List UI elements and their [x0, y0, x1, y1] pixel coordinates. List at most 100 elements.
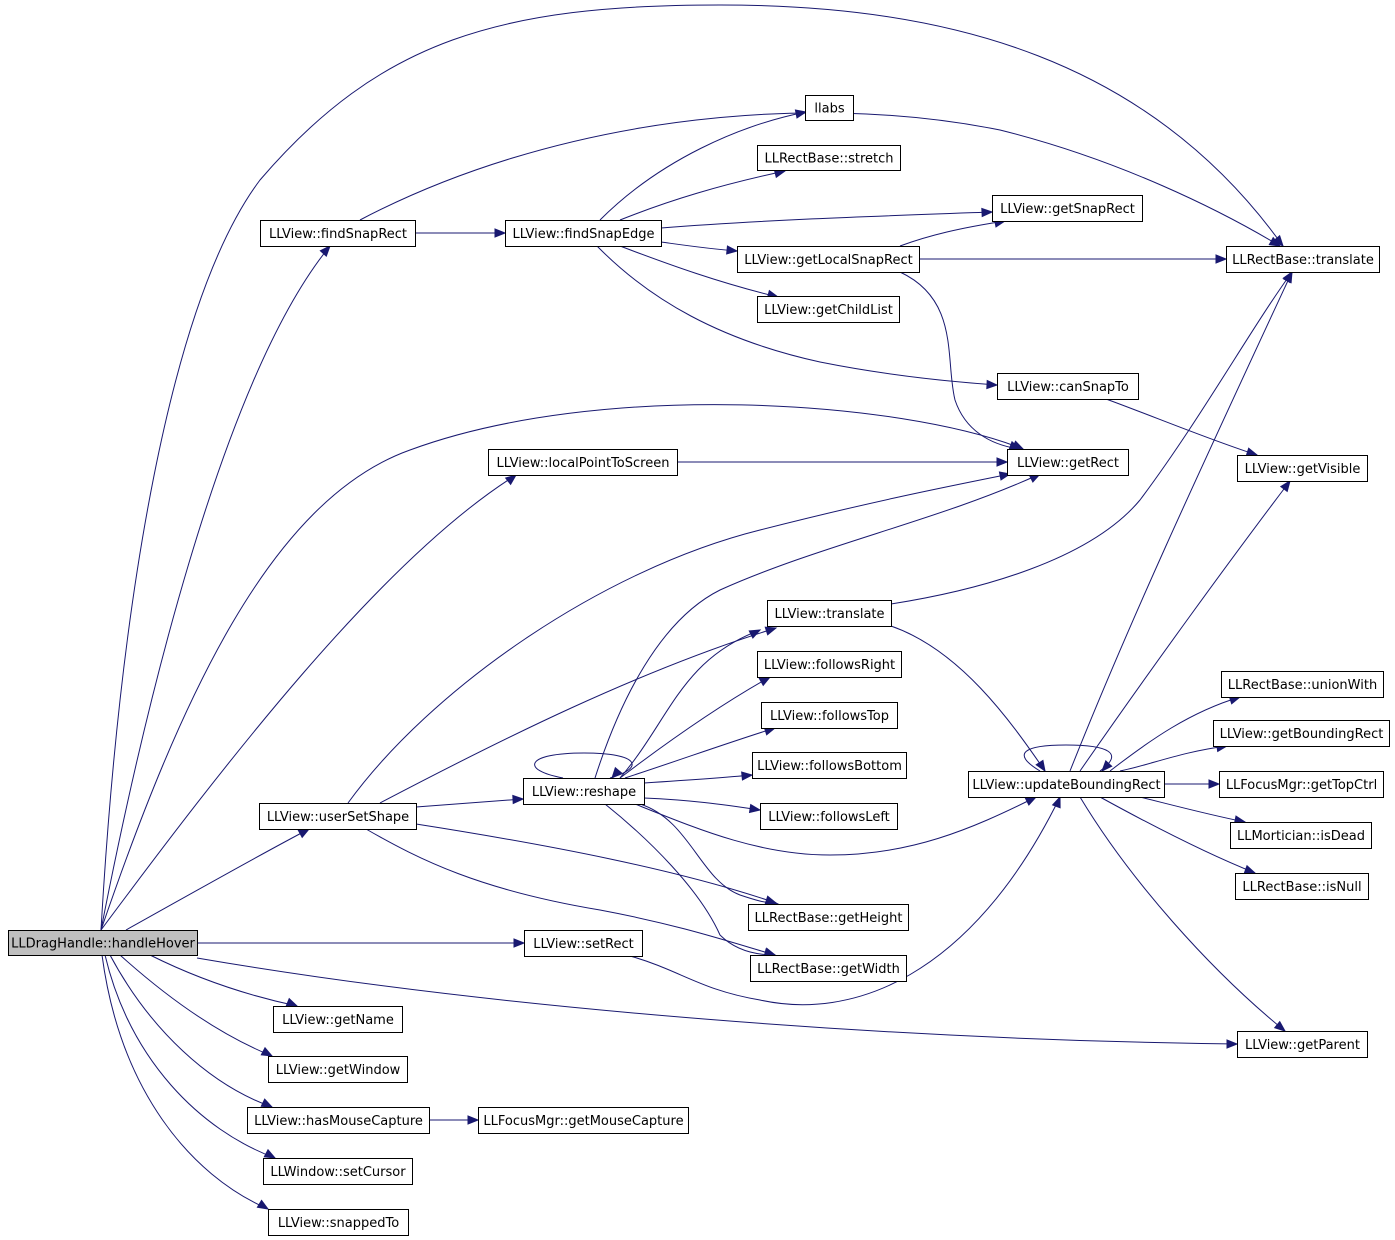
node-localPointToScreen[interactable]: LLView::localPointToScreen: [488, 449, 678, 476]
node-unionWith[interactable]: LLRectBase::unionWith: [1221, 671, 1384, 698]
node-getTopCtrl[interactable]: LLFocusMgr::getTopCtrl: [1219, 771, 1384, 798]
node-setRect[interactable]: LLView::setRect: [524, 930, 643, 957]
node-box: [805, 95, 854, 121]
node-box: [737, 246, 920, 273]
node-findSnapRect[interactable]: LLView::findSnapRect: [260, 220, 416, 247]
node-label: LLView::getName: [282, 1013, 394, 1028]
node-getMouseCapture[interactable]: LLFocusMgr::getMouseCapture: [478, 1107, 689, 1134]
node-getVisible[interactable]: LLView::getVisible: [1237, 455, 1368, 482]
edge-findSnapEdge-to-stretch: [619, 168, 787, 221]
edge-line: [594, 473, 1041, 779]
edge-updateBoundingRect-to-updateBoundingRect: [1023, 744, 1113, 772]
edge-updateBoundingRect-to-getTopCtrl: [1164, 779, 1221, 789]
node-box: [750, 955, 907, 982]
node-vTranslate[interactable]: LLView::translate: [767, 600, 892, 627]
node-isDead[interactable]: LLMortician::isDead: [1230, 822, 1372, 849]
node-box: [268, 1209, 409, 1236]
edge-line: [639, 803, 779, 905]
arrowhead: [1208, 779, 1221, 789]
arrowhead: [794, 109, 808, 119]
edge-line: [660, 211, 993, 229]
node-followsBottom[interactable]: LLView::followsBottom: [752, 752, 907, 779]
edge-line: [629, 796, 1061, 1006]
node-box: [524, 930, 643, 957]
node-rbTranslate[interactable]: LLRectBase::translate: [1226, 246, 1380, 273]
node-findSnapEdge[interactable]: LLView::findSnapEdge: [505, 220, 662, 247]
node-box: [1213, 720, 1390, 747]
node-stretch[interactable]: LLRectBase::stretch: [757, 145, 901, 171]
node-getRect[interactable]: LLView::getRect: [1007, 449, 1129, 476]
node-label: LLView::hasMouseCapture: [254, 1114, 423, 1129]
edge-line: [619, 676, 771, 779]
node-getParent[interactable]: LLView::getParent: [1237, 1031, 1368, 1058]
arrowhead: [260, 1098, 274, 1108]
node-getBoundingRect[interactable]: LLView::getBoundingRect: [1213, 720, 1390, 747]
edge-hasMouseCapture-to-getMouseCapture: [429, 1115, 480, 1125]
arrowhead: [996, 457, 1009, 467]
node-isNull[interactable]: LLRectBase::isNull: [1235, 873, 1369, 900]
node-getSnapRect[interactable]: LLView::getSnapRect: [992, 195, 1143, 222]
edge-line: [899, 220, 1006, 247]
node-box: [263, 1158, 413, 1185]
edge-line: [899, 271, 1021, 450]
node-label: LLFocusMgr::getTopCtrl: [1226, 778, 1377, 793]
edge-localPointToScreen-to-getRect: [677, 457, 1009, 467]
node-getLocalSnapRect[interactable]: LLView::getLocalSnapRect: [737, 246, 920, 273]
edge-getLocalSnapRect-to-getSnapRect: [899, 218, 1007, 247]
edge-line: [100, 245, 331, 931]
edge-userSetShape-to-reshape: [415, 794, 525, 808]
edge-canSnapTo-to-getVisible: [1105, 398, 1259, 457]
edge-reshape-to-followsTop: [624, 726, 777, 779]
arrowhead: [1273, 1020, 1287, 1032]
node-userSetShape[interactable]: LLView::userSetShape: [259, 803, 417, 830]
edge-updateBoundingRect-to-unionWith: [1109, 695, 1242, 772]
arrowhead: [981, 207, 994, 218]
node-setCursor[interactable]: LLWindow::setCursor: [263, 1158, 413, 1185]
edge-userSetShape-to-getHeight: [415, 823, 778, 905]
arrowhead: [741, 771, 754, 781]
node-box: [752, 752, 907, 779]
node-reshape[interactable]: LLView::reshape: [523, 778, 645, 805]
arrowhead: [494, 228, 507, 238]
node-followsLeft[interactable]: LLView::followsLeft: [760, 803, 898, 830]
node-box: [1221, 671, 1384, 698]
node-box: [1237, 1031, 1368, 1058]
node-snappedTo[interactable]: LLView::snappedTo: [268, 1209, 409, 1236]
node-getName[interactable]: LLView::getName: [273, 1006, 403, 1033]
edge-setRect-to-updateBoundingRect: [629, 795, 1061, 1006]
node-box: [247, 1107, 430, 1134]
node-getHeight[interactable]: LLRectBase::getHeight: [748, 904, 909, 931]
node-label: LLView::getWindow: [276, 1063, 401, 1078]
node-box: [478, 1107, 689, 1134]
node-updateBoundingRect[interactable]: LLView::updateBoundingRect: [968, 771, 1165, 798]
edge-findSnapRect-to-rbTranslate: [359, 112, 1282, 247]
node-box: [997, 373, 1139, 400]
node-label: LLView::findSnapRect: [269, 227, 407, 242]
edge-line: [1023, 744, 1113, 772]
edge-root-to-hasMouseCapture: [109, 954, 274, 1108]
edge-getLocalSnapRect-to-rbTranslate: [919, 254, 1228, 264]
node-box: [757, 145, 901, 171]
edge-line: [415, 798, 524, 808]
node-label: LLRectBase::getHeight: [755, 911, 903, 926]
edge-reshape-to-getWidth: [604, 803, 777, 958]
node-getChildList[interactable]: LLView::getChildList: [757, 296, 900, 323]
node-hasMouseCapture[interactable]: LLView::hasMouseCapture: [247, 1107, 430, 1134]
node-canSnapTo[interactable]: LLView::canSnapTo: [997, 373, 1139, 400]
edge-line: [109, 954, 273, 1108]
edge-line: [359, 112, 1281, 247]
node-llabs[interactable]: llabs: [805, 95, 854, 121]
edge-line: [1079, 796, 1286, 1032]
node-box: [992, 195, 1143, 222]
node-getWidth[interactable]: LLRectBase::getWidth: [750, 955, 907, 982]
arrowhead: [758, 676, 772, 687]
edge-line: [1069, 271, 1293, 772]
node-getWindow[interactable]: LLView::getWindow: [268, 1056, 408, 1083]
nodes-layer: LLDragHandle::handleHover LLView::findSna…: [8, 95, 1390, 1236]
node-root[interactable]: LLDragHandle::handleHover: [8, 930, 198, 956]
node-followsRight[interactable]: LLView::followsRight: [757, 651, 902, 678]
node-followsTop[interactable]: LLView::followsTop: [761, 702, 898, 729]
edge-line: [1099, 796, 1256, 874]
arrowhead: [1279, 479, 1291, 493]
edge-line: [101, 954, 269, 1210]
